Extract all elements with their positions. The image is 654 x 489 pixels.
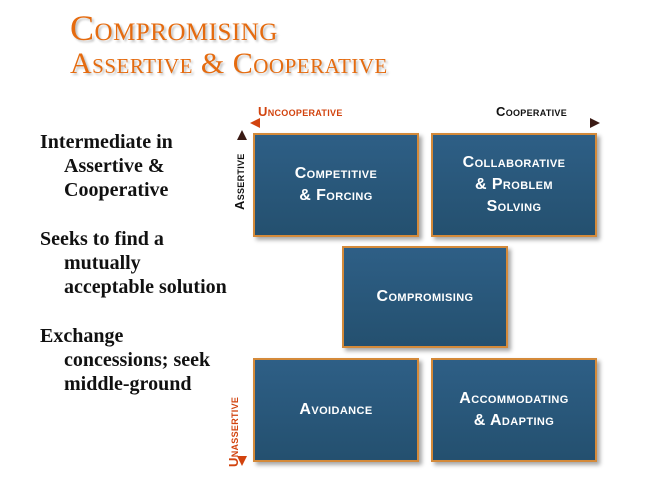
assertive-label: Assertive <box>232 153 247 210</box>
uncooperative-label: Uncooperative <box>258 104 343 119</box>
bullet-item: Intermediate in Assertive & Cooperative <box>40 131 173 201</box>
box-label: Avoidance <box>299 401 373 418</box>
page-title: Compromising <box>70 8 278 48</box>
page-subtitle: Assertive & Cooperative <box>70 47 388 80</box>
box-label: & Problem <box>475 176 553 193</box>
title-block: Compromising Assertive & Cooperative <box>70 8 388 80</box>
box-label: & Adapting <box>473 412 555 429</box>
competitive-forcing-box: Competitive & Forcing <box>253 133 419 237</box>
left-arrowhead-icon <box>250 118 260 128</box>
box-label: Compromising <box>376 288 474 305</box>
collaborative-problem-solving-box: Collaborative & Problem Solving <box>431 133 597 237</box>
bullet-item: Seeks to find a mutually acceptable solu… <box>40 228 227 298</box>
bullet-item: Exchange concessions; seek middle-ground <box>40 325 211 395</box>
accommodating-adapting-box: Accommodating & Adapting <box>431 358 597 462</box>
down-arrowhead-icon <box>237 456 247 466</box>
box-label: Solving <box>486 198 542 215</box>
right-arrowhead-icon <box>590 118 600 128</box>
bullet-list: Intermediate in Assertive & Cooperative … <box>40 130 230 421</box>
avoidance-box: Avoidance <box>253 358 419 462</box>
box-label: Accommodating <box>459 390 569 407</box>
up-arrowhead-icon <box>237 130 247 140</box>
box-label: Collaborative <box>462 154 566 171</box>
unassertive-label: Unassertive <box>226 396 241 467</box>
box-label: Competitive <box>294 165 378 182</box>
cooperative-label: Cooperative <box>496 104 568 119</box>
compromising-box: Compromising <box>342 246 508 348</box>
box-label: & Forcing <box>299 187 373 204</box>
